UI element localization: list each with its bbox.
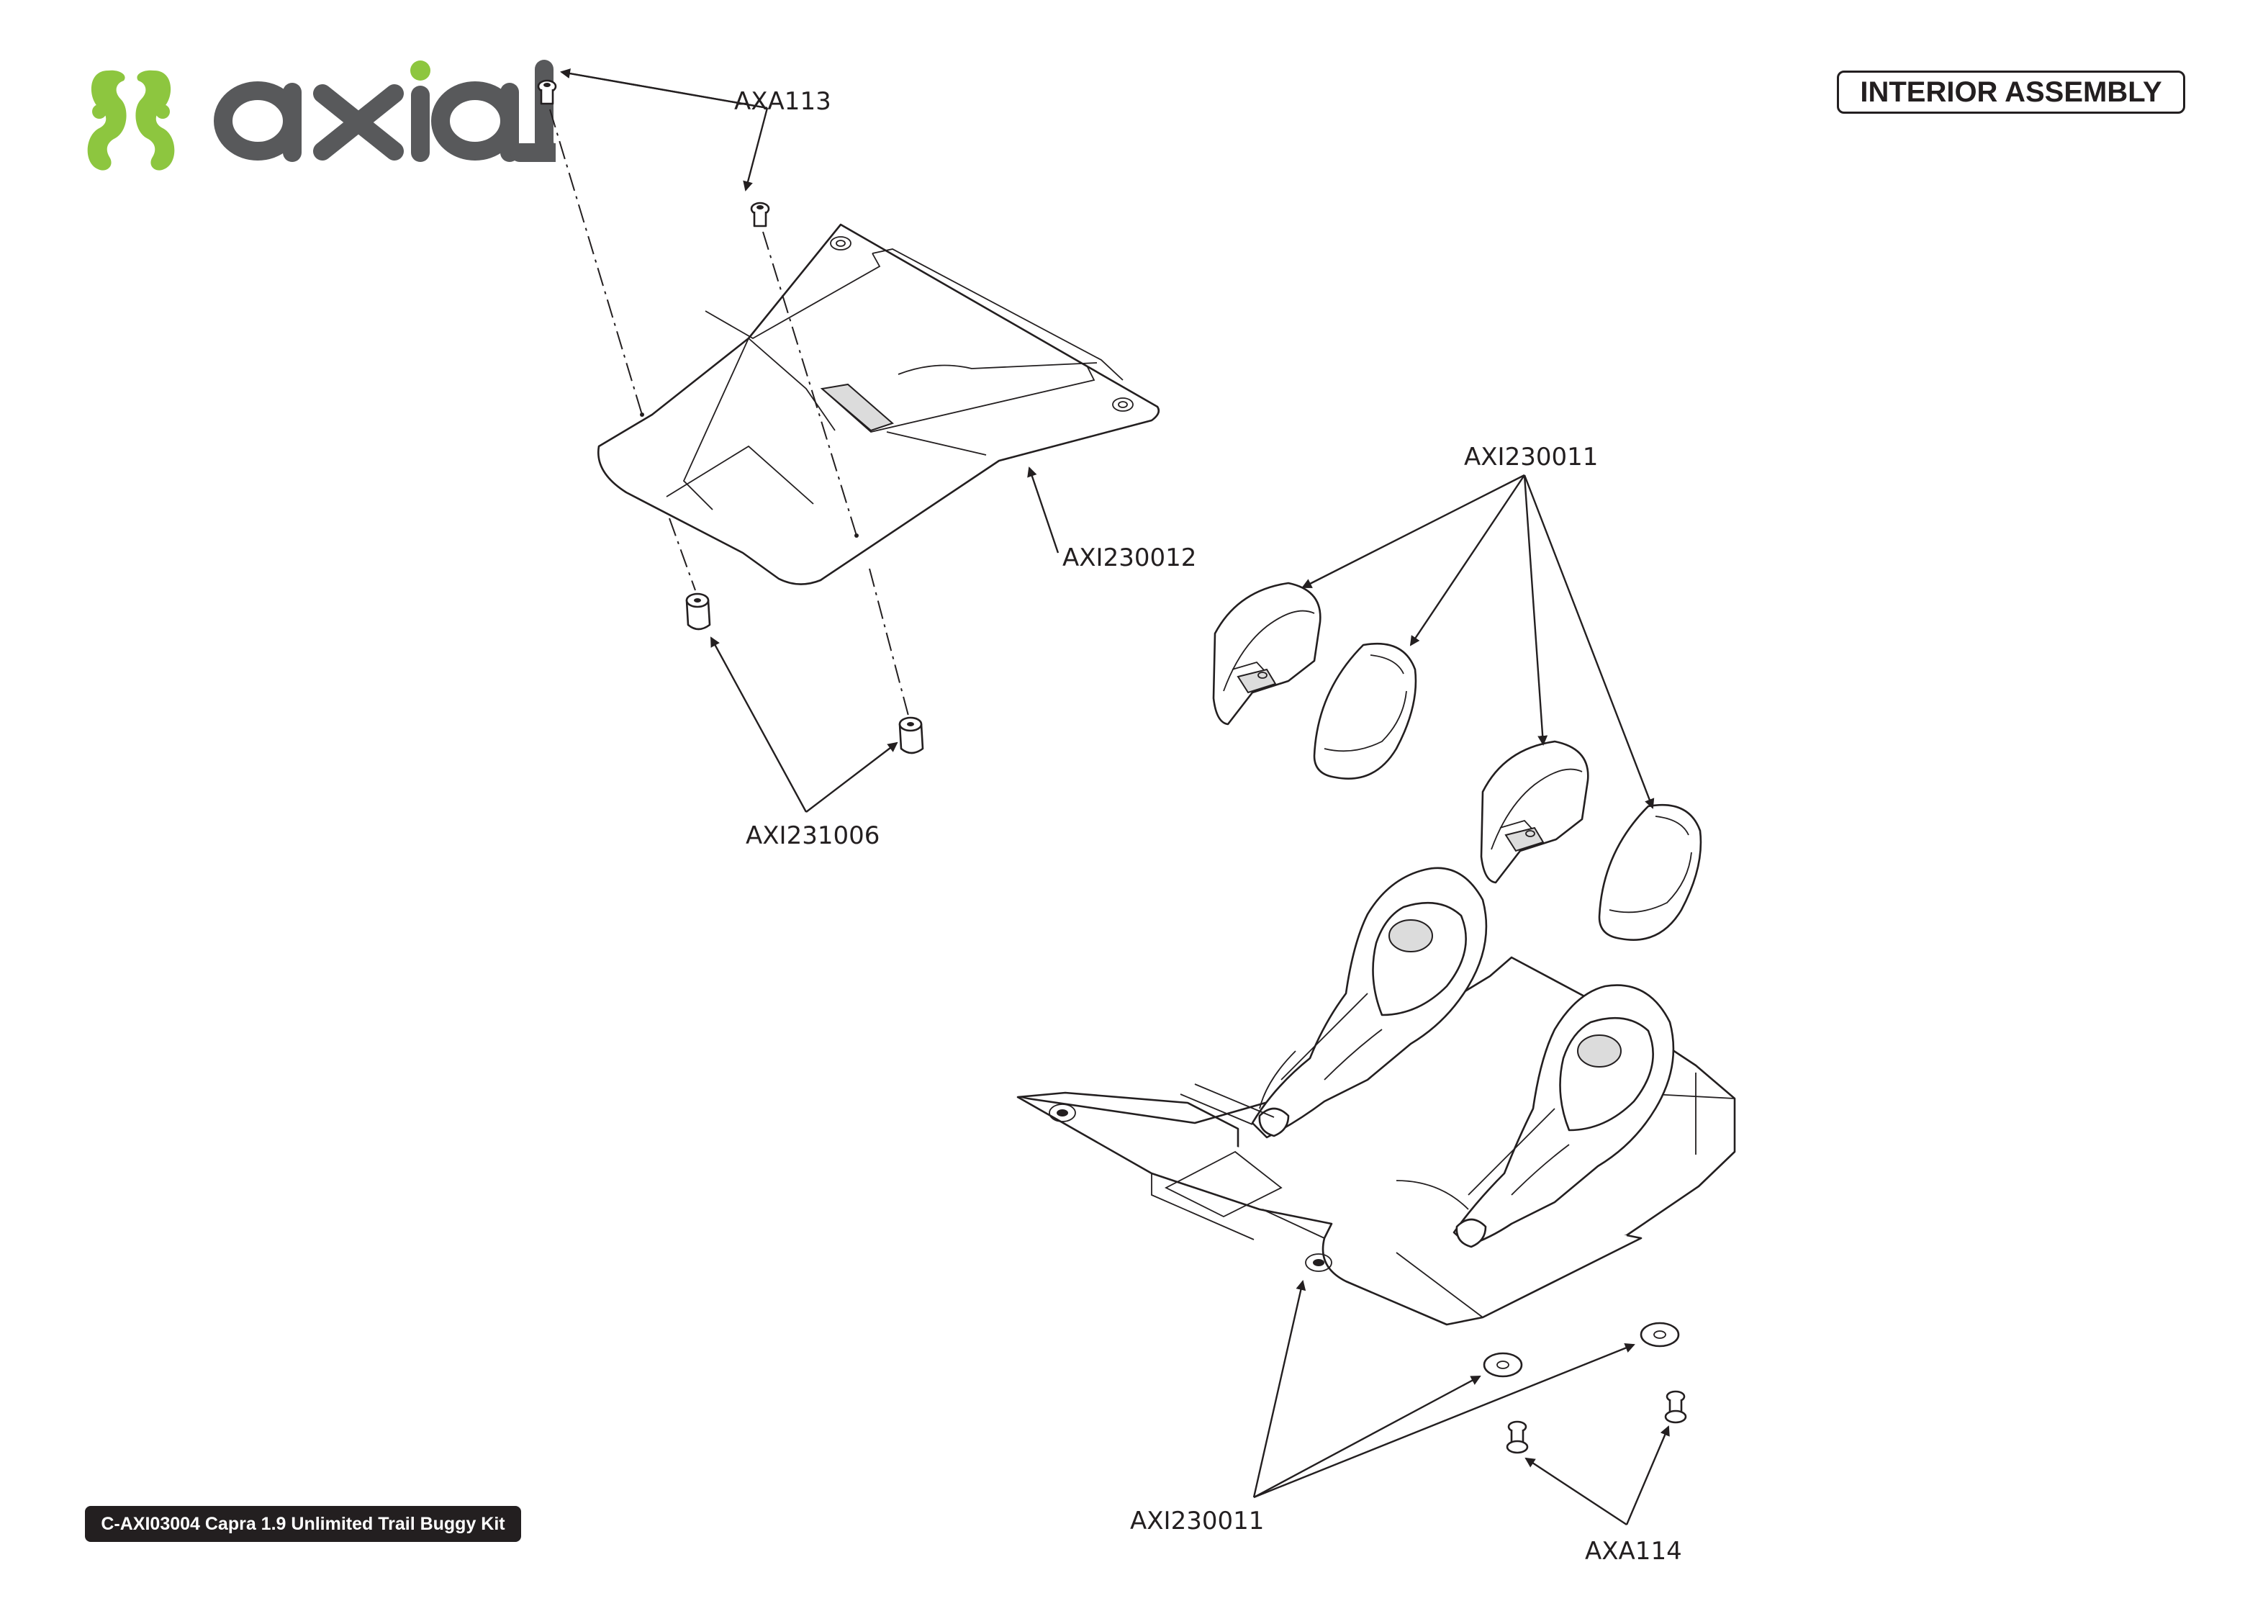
guide-line-right-lower xyxy=(869,568,909,716)
seat-shell-2 xyxy=(1480,740,1589,884)
leader-seat-3 xyxy=(1523,474,1548,746)
screw-axa113-right xyxy=(750,202,770,227)
leader-axi231006-right xyxy=(805,741,898,813)
washer-right xyxy=(1640,1322,1680,1348)
standoff-right xyxy=(898,716,924,754)
logo-mark-icon xyxy=(87,70,175,171)
seat-cover-1 xyxy=(1313,642,1417,780)
callout-axi231006: AXI231006 xyxy=(746,821,880,850)
leader-seat-1 xyxy=(1301,474,1525,589)
dash-panel-part xyxy=(597,223,1160,585)
leader-axi230012 xyxy=(1027,466,1060,554)
callout-axi230011-floor: AXI230011 xyxy=(1130,1507,1264,1535)
guide-line-left xyxy=(549,109,643,415)
leader-washer-right xyxy=(1253,1343,1635,1499)
driver-figure-right xyxy=(1396,984,1675,1248)
logo-wordmark xyxy=(214,60,556,162)
kit-label-badge: C-AXI03004 Capra 1.9 Unlimited Trail Bug… xyxy=(85,1506,521,1542)
callout-axi230012: AXI230012 xyxy=(1062,543,1196,572)
leader-washer-left xyxy=(1253,1375,1481,1499)
leader-axa114-left xyxy=(1524,1457,1627,1526)
driver-figure-left xyxy=(1180,867,1488,1139)
callout-axa114: AXA114 xyxy=(1585,1537,1682,1566)
standoff-left xyxy=(685,592,711,631)
leader-seat-2 xyxy=(1409,474,1525,646)
leader-seat-4 xyxy=(1523,474,1655,809)
page-title: INTERIOR ASSEMBLY xyxy=(1837,71,2185,114)
callout-axa113: AXA113 xyxy=(734,87,831,116)
guide-line-left-lower xyxy=(669,518,696,591)
seat-shell-1 xyxy=(1212,582,1322,726)
leader-axi231006-left xyxy=(710,636,808,813)
axial-logo xyxy=(87,60,556,171)
washer-left xyxy=(1483,1352,1523,1378)
callout-axi230011-seats: AXI230011 xyxy=(1464,443,1598,472)
guide-line-right xyxy=(762,231,857,536)
seat-cover-2 xyxy=(1598,803,1702,941)
screw-axa113-left xyxy=(537,79,557,105)
screw-axa114-left xyxy=(1506,1420,1529,1454)
leader-axa114-right xyxy=(1625,1425,1670,1525)
screw-axa114-right xyxy=(1664,1390,1687,1424)
logo-dot xyxy=(410,60,430,81)
leader-floor-pan xyxy=(1252,1280,1306,1498)
